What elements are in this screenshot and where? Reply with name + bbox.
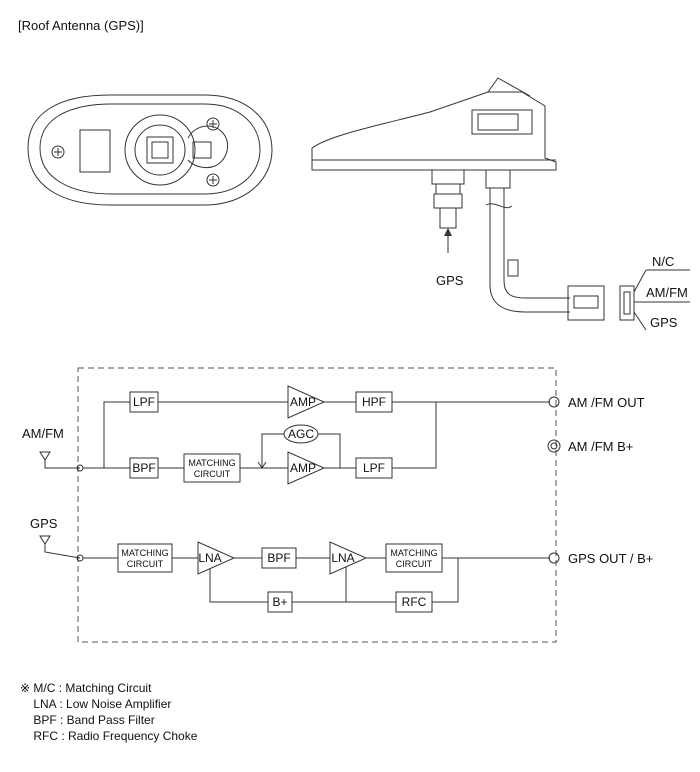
antenna-top-view xyxy=(27,94,273,206)
lna-1-block: LNA xyxy=(198,551,221,565)
amp-top-block: AMP xyxy=(290,395,316,409)
rfc-block: RFC xyxy=(402,595,427,609)
abbreviation-legend: ※ M/C : Matching Circuit LNA : Low Noise… xyxy=(20,680,197,744)
hpf-block: HPF xyxy=(362,395,386,409)
amfm-bplus-label: AM /FM B+ xyxy=(568,439,633,454)
legend-item-bpf: BPF : Band Pass Filter xyxy=(20,713,155,727)
gps-out-label: GPS OUT / B+ xyxy=(568,551,653,566)
legend-item-rfc: RFC : Radio Frequency Choke xyxy=(20,729,198,743)
gps-pin-label: GPS xyxy=(650,315,678,330)
matching-circuit-1-line1: MATCHING xyxy=(188,458,235,468)
matching-circuit-1-line2: CIRCUIT xyxy=(194,469,231,479)
lpf-top-block: LPF xyxy=(133,395,155,409)
amfm-pin-label: AM/FM xyxy=(646,285,688,300)
matching-circuit-2-line2: CIRCUIT xyxy=(127,559,164,569)
lna-2-block: LNA xyxy=(331,551,354,565)
lpf-bottom-block: LPF xyxy=(363,461,385,475)
amfm-out-label: AM /FM OUT xyxy=(568,395,645,410)
block-schematic xyxy=(39,367,561,643)
matching-circuit-2-line1: MATCHING xyxy=(121,548,168,558)
amfm-input-label: AM/FM xyxy=(22,426,64,441)
antenna-side-view xyxy=(311,77,690,331)
amp-bottom-block: AMP xyxy=(290,461,316,475)
gps-connector-label: GPS xyxy=(436,273,464,288)
page-title: [Roof Antenna (GPS)] xyxy=(18,18,144,33)
legend-item-mc: ※ M/C : Matching Circuit xyxy=(20,681,152,695)
matching-circuit-3-line2: CIRCUIT xyxy=(396,559,433,569)
legend-item-lna: LNA : Low Noise Amplifier xyxy=(20,697,172,711)
bpf-gps-block: BPF xyxy=(267,551,290,565)
nc-pin-label: N/C xyxy=(652,254,674,269)
gps-input-label: GPS xyxy=(30,516,58,531)
matching-circuit-3-line1: MATCHING xyxy=(390,548,437,558)
agc-block: AGC xyxy=(288,427,314,441)
bplus-block: B+ xyxy=(272,595,287,609)
bpf-fm-block: BPF xyxy=(132,461,155,475)
